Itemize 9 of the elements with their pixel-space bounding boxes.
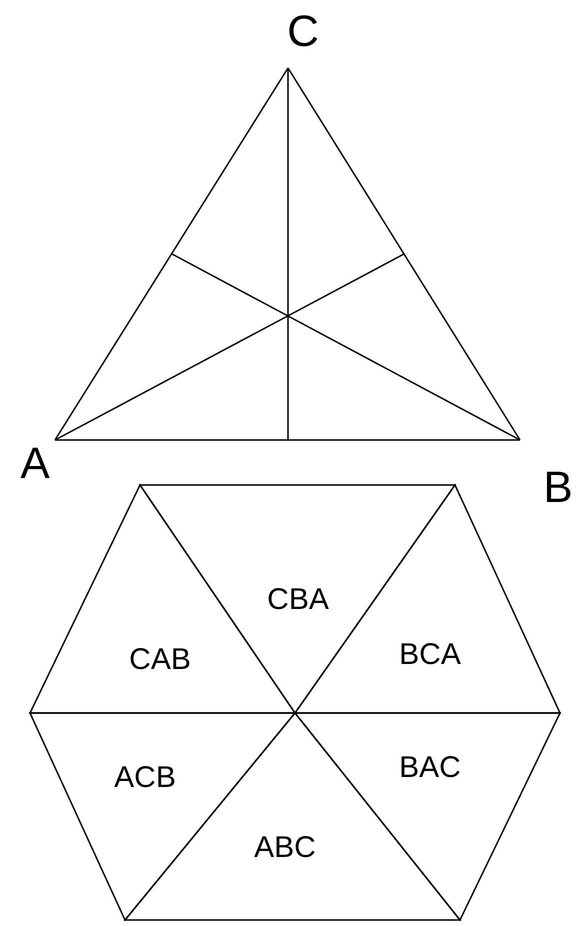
vertex-label: C [287, 10, 319, 54]
segment-label: CAB [129, 645, 191, 675]
segment-label: ABC [254, 833, 316, 863]
segment-label: CBA [267, 585, 329, 615]
vertex-label: A [20, 442, 50, 486]
segment-label: ACB [114, 763, 176, 793]
segment-label: BAC [399, 753, 461, 783]
segment-label: BCA [399, 640, 461, 670]
vertex-label: B [543, 466, 573, 510]
